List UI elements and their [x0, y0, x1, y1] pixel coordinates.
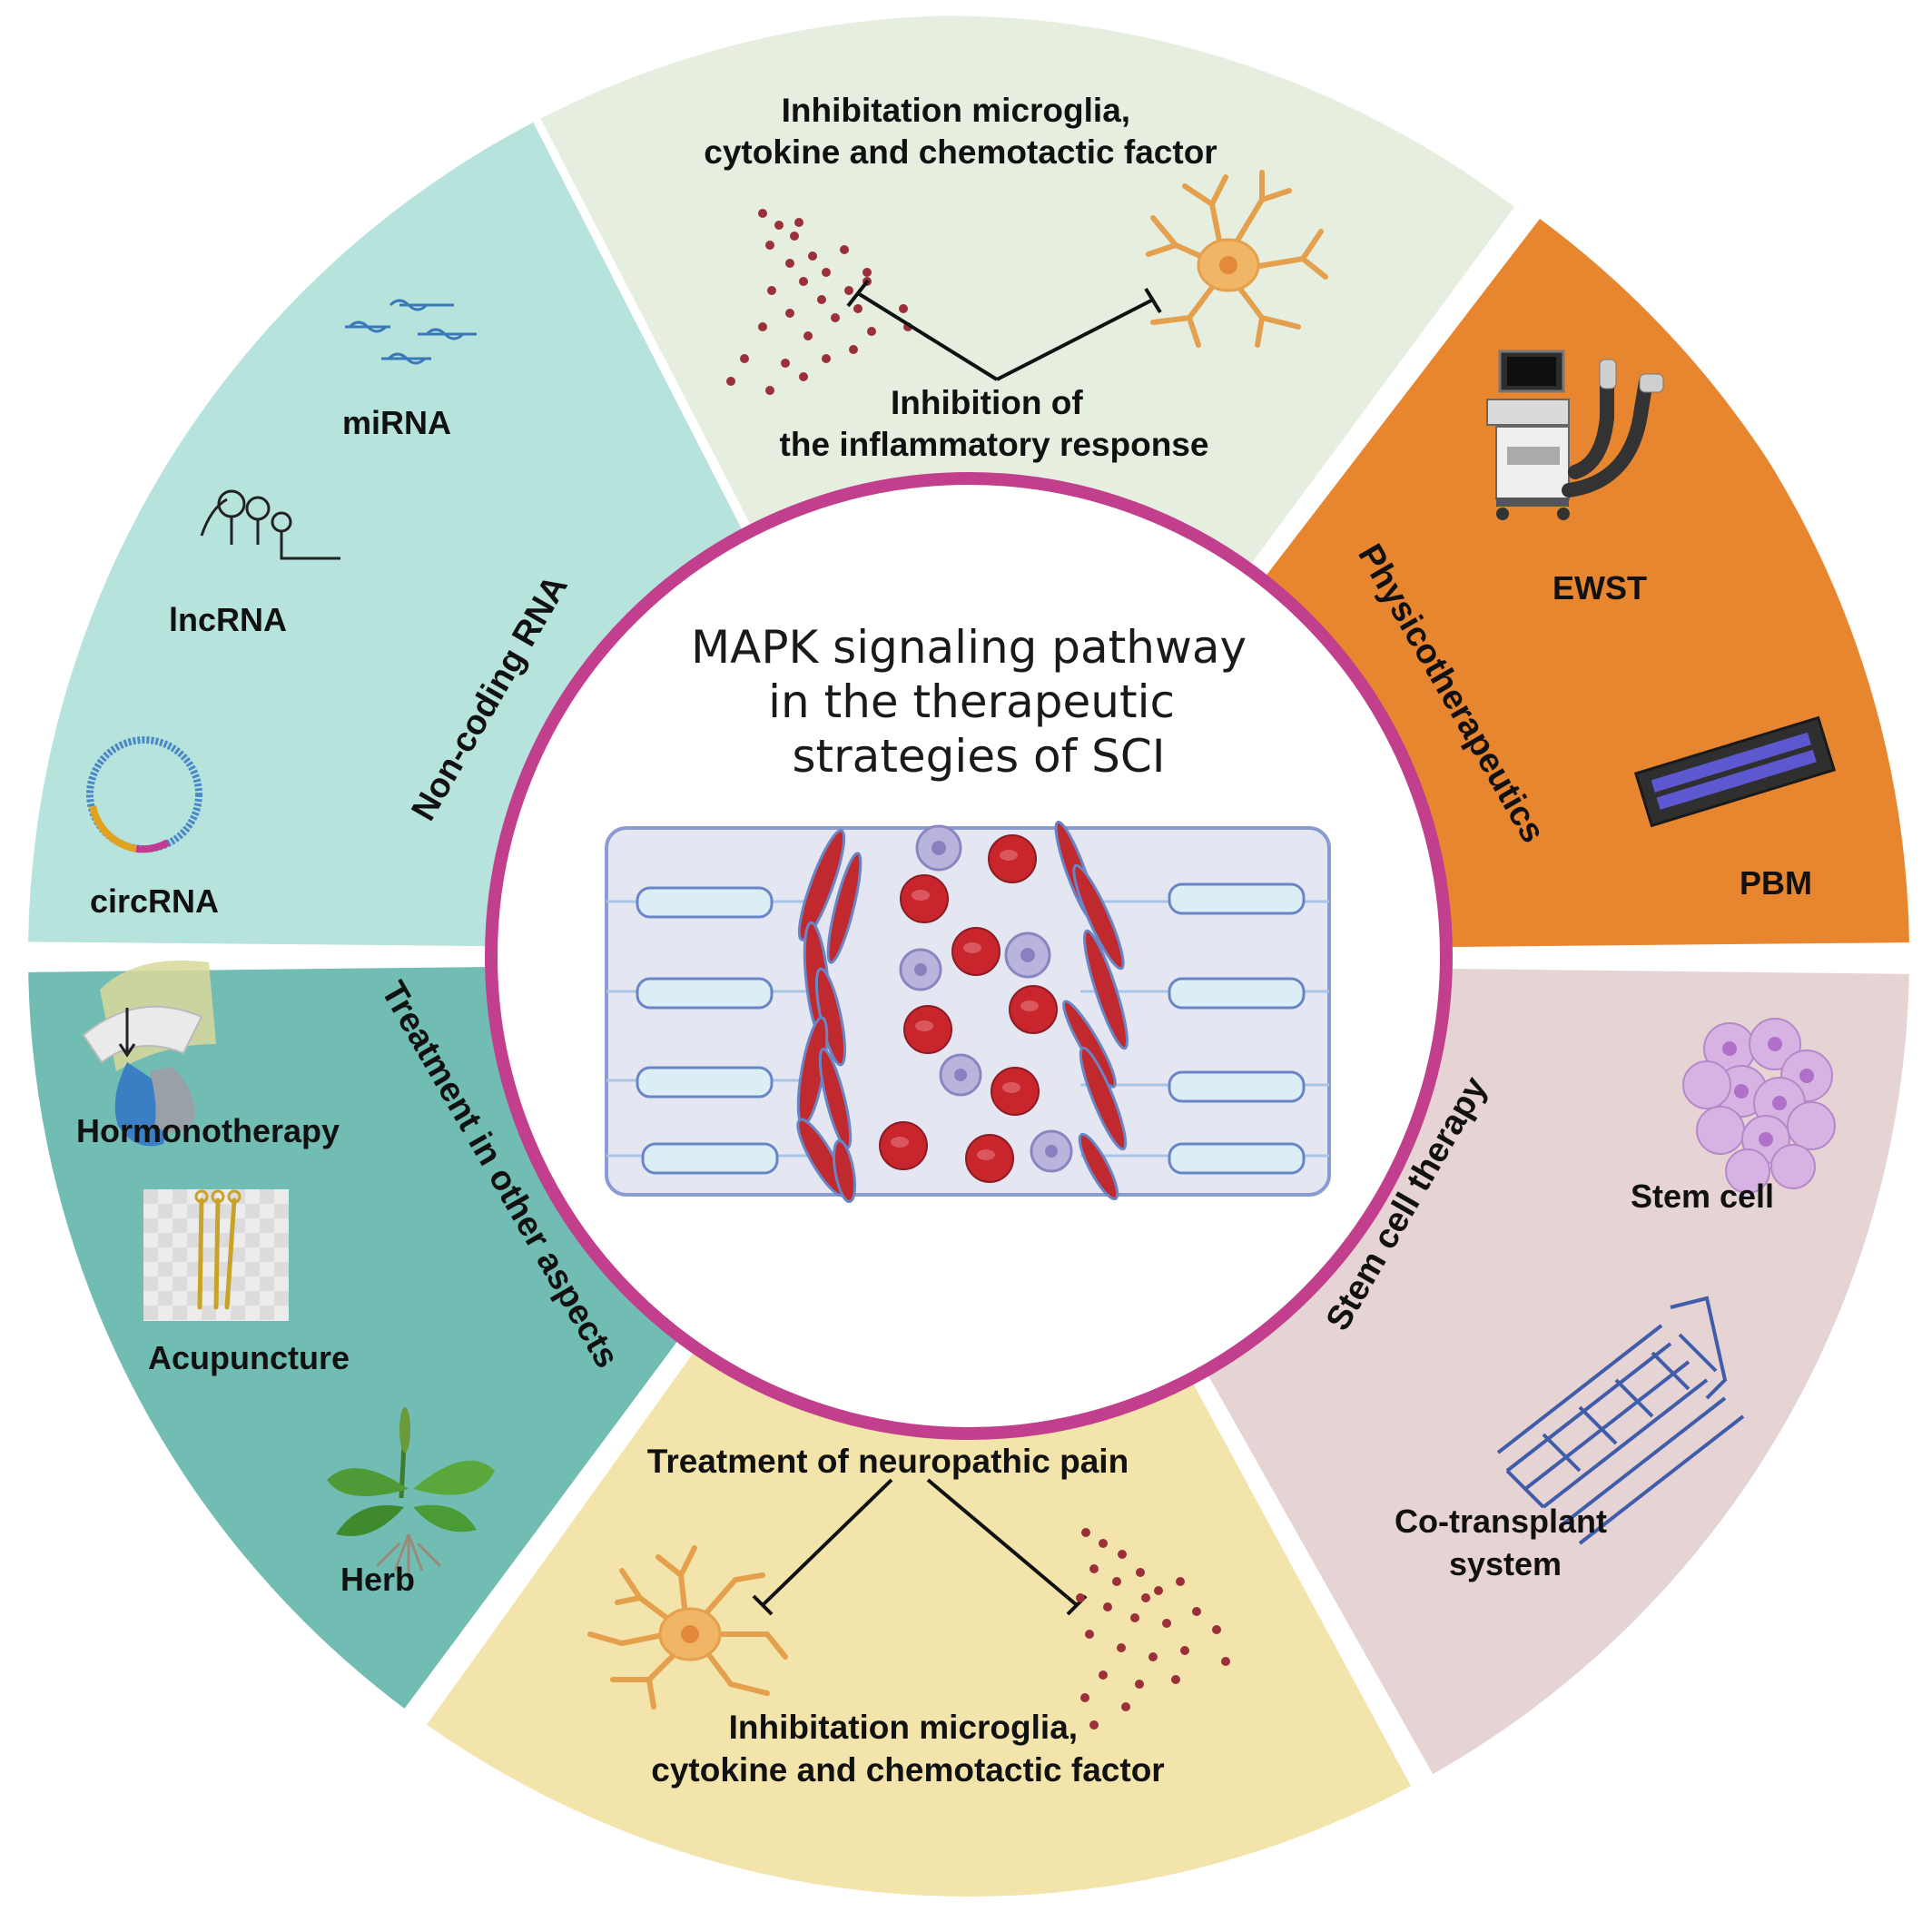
svg-text:miRNA: miRNA [342, 404, 451, 441]
cytokine-dots-icon [726, 209, 912, 395]
neuron-icon-bottom [587, 1545, 788, 1710]
svg-text:Acupuncture: Acupuncture [148, 1339, 350, 1376]
noncoding-item-mirna: miRNA [342, 404, 451, 441]
lncrna-icon [200, 489, 340, 560]
svg-text:Inhibitation microglia, cy: Inhibitation microglia, cytokine and che… [704, 92, 1217, 171]
svg-text:Inhibition of the inflamma: Inhibition of the inflammatory response [780, 384, 1209, 463]
inflammation-diagram [726, 170, 1328, 395]
inflammation-bottom-line-2: the inflammatory response [780, 426, 1209, 463]
svg-text:circRNA: circRNA [90, 882, 219, 920]
spinal-cord-illustration [605, 820, 1331, 1204]
svg-text:EWST: EWST [1552, 569, 1647, 606]
svg-text:Stem cell: Stem cell [1631, 1178, 1774, 1215]
circrna-icon [86, 736, 202, 853]
center-title-line-3: strategies of SCI [792, 730, 1165, 783]
hormone-gland-icon [82, 961, 216, 1147]
ultrasound-machine-icon [1486, 350, 1664, 520]
inflammation-top-line-2: cytokine and chemotactic factor [704, 133, 1217, 171]
center-title-line-2: in the therapeutic [768, 675, 1175, 728]
physio-item-pbm: PBM [1740, 864, 1812, 902]
segment-neuropathic-pain [419, 969, 1418, 1897]
cytokine-dots-icon-bottom [1076, 1528, 1230, 1730]
stemcell-item-stem-cell: Stem cell [1631, 1178, 1774, 1215]
neuropathic-top: Treatment of neuropathic pain [647, 1443, 1129, 1480]
acupuncture-needles-icon [143, 1189, 289, 1321]
svg-text:Inhibitation microglia, cy: Inhibitation microglia, cytokine and che… [651, 1709, 1164, 1789]
noncoding-item-lncrna: lncRNA [169, 601, 287, 638]
stem-cell-cluster-icon [1682, 1018, 1836, 1194]
other-item-acupuncture: Acupuncture [148, 1339, 350, 1376]
mirna-icon [345, 299, 477, 365]
inflammation-top-line-1: Inhibitation microglia, [782, 92, 1130, 129]
svg-text:Herb: Herb [340, 1561, 415, 1598]
svg-text:Co-transplant system: Co-transplant system [1395, 1503, 1616, 1582]
svg-text:Hormonotherapy: Hormonotherapy [76, 1112, 340, 1149]
physio-item-ewst: EWST [1552, 569, 1647, 606]
noncoding-item-circrna: circRNA [90, 882, 219, 920]
inflammation-bottom-line-1: Inhibition of [891, 384, 1083, 421]
scaffold-icon [1496, 1296, 1745, 1545]
uv-lamp-icon [1633, 715, 1837, 828]
stemcell-cotransplant-line-1: Co-transplant [1395, 1503, 1607, 1540]
svg-text:PBM: PBM [1740, 864, 1812, 902]
other-item-hormonotherapy: Hormonotherapy [76, 1112, 340, 1149]
neuropathic-bottom-line-1: Inhibitation microglia, [729, 1709, 1078, 1746]
other-item-herb: Herb [340, 1561, 415, 1598]
center-title-line-1: MAPK signaling pathway [691, 621, 1247, 674]
neuropathic-diagram [587, 1478, 1230, 1730]
svg-text:MAPK signaling pathway in: MAPK signaling pathway in the therapeuti… [691, 621, 1261, 783]
stemcell-cotransplant-line-2: system [1449, 1545, 1562, 1582]
herb-plant-icon [327, 1407, 495, 1575]
svg-text:lncRNA: lncRNA [169, 601, 287, 638]
svg-text:Treatment of neuropathic pain: Treatment of neuropathic pain [647, 1443, 1129, 1480]
neuropathic-bottom-line-2: cytokine and chemotactic factor [651, 1751, 1164, 1789]
center-ring [485, 472, 1453, 1440]
noncoding-icons [86, 299, 477, 853]
